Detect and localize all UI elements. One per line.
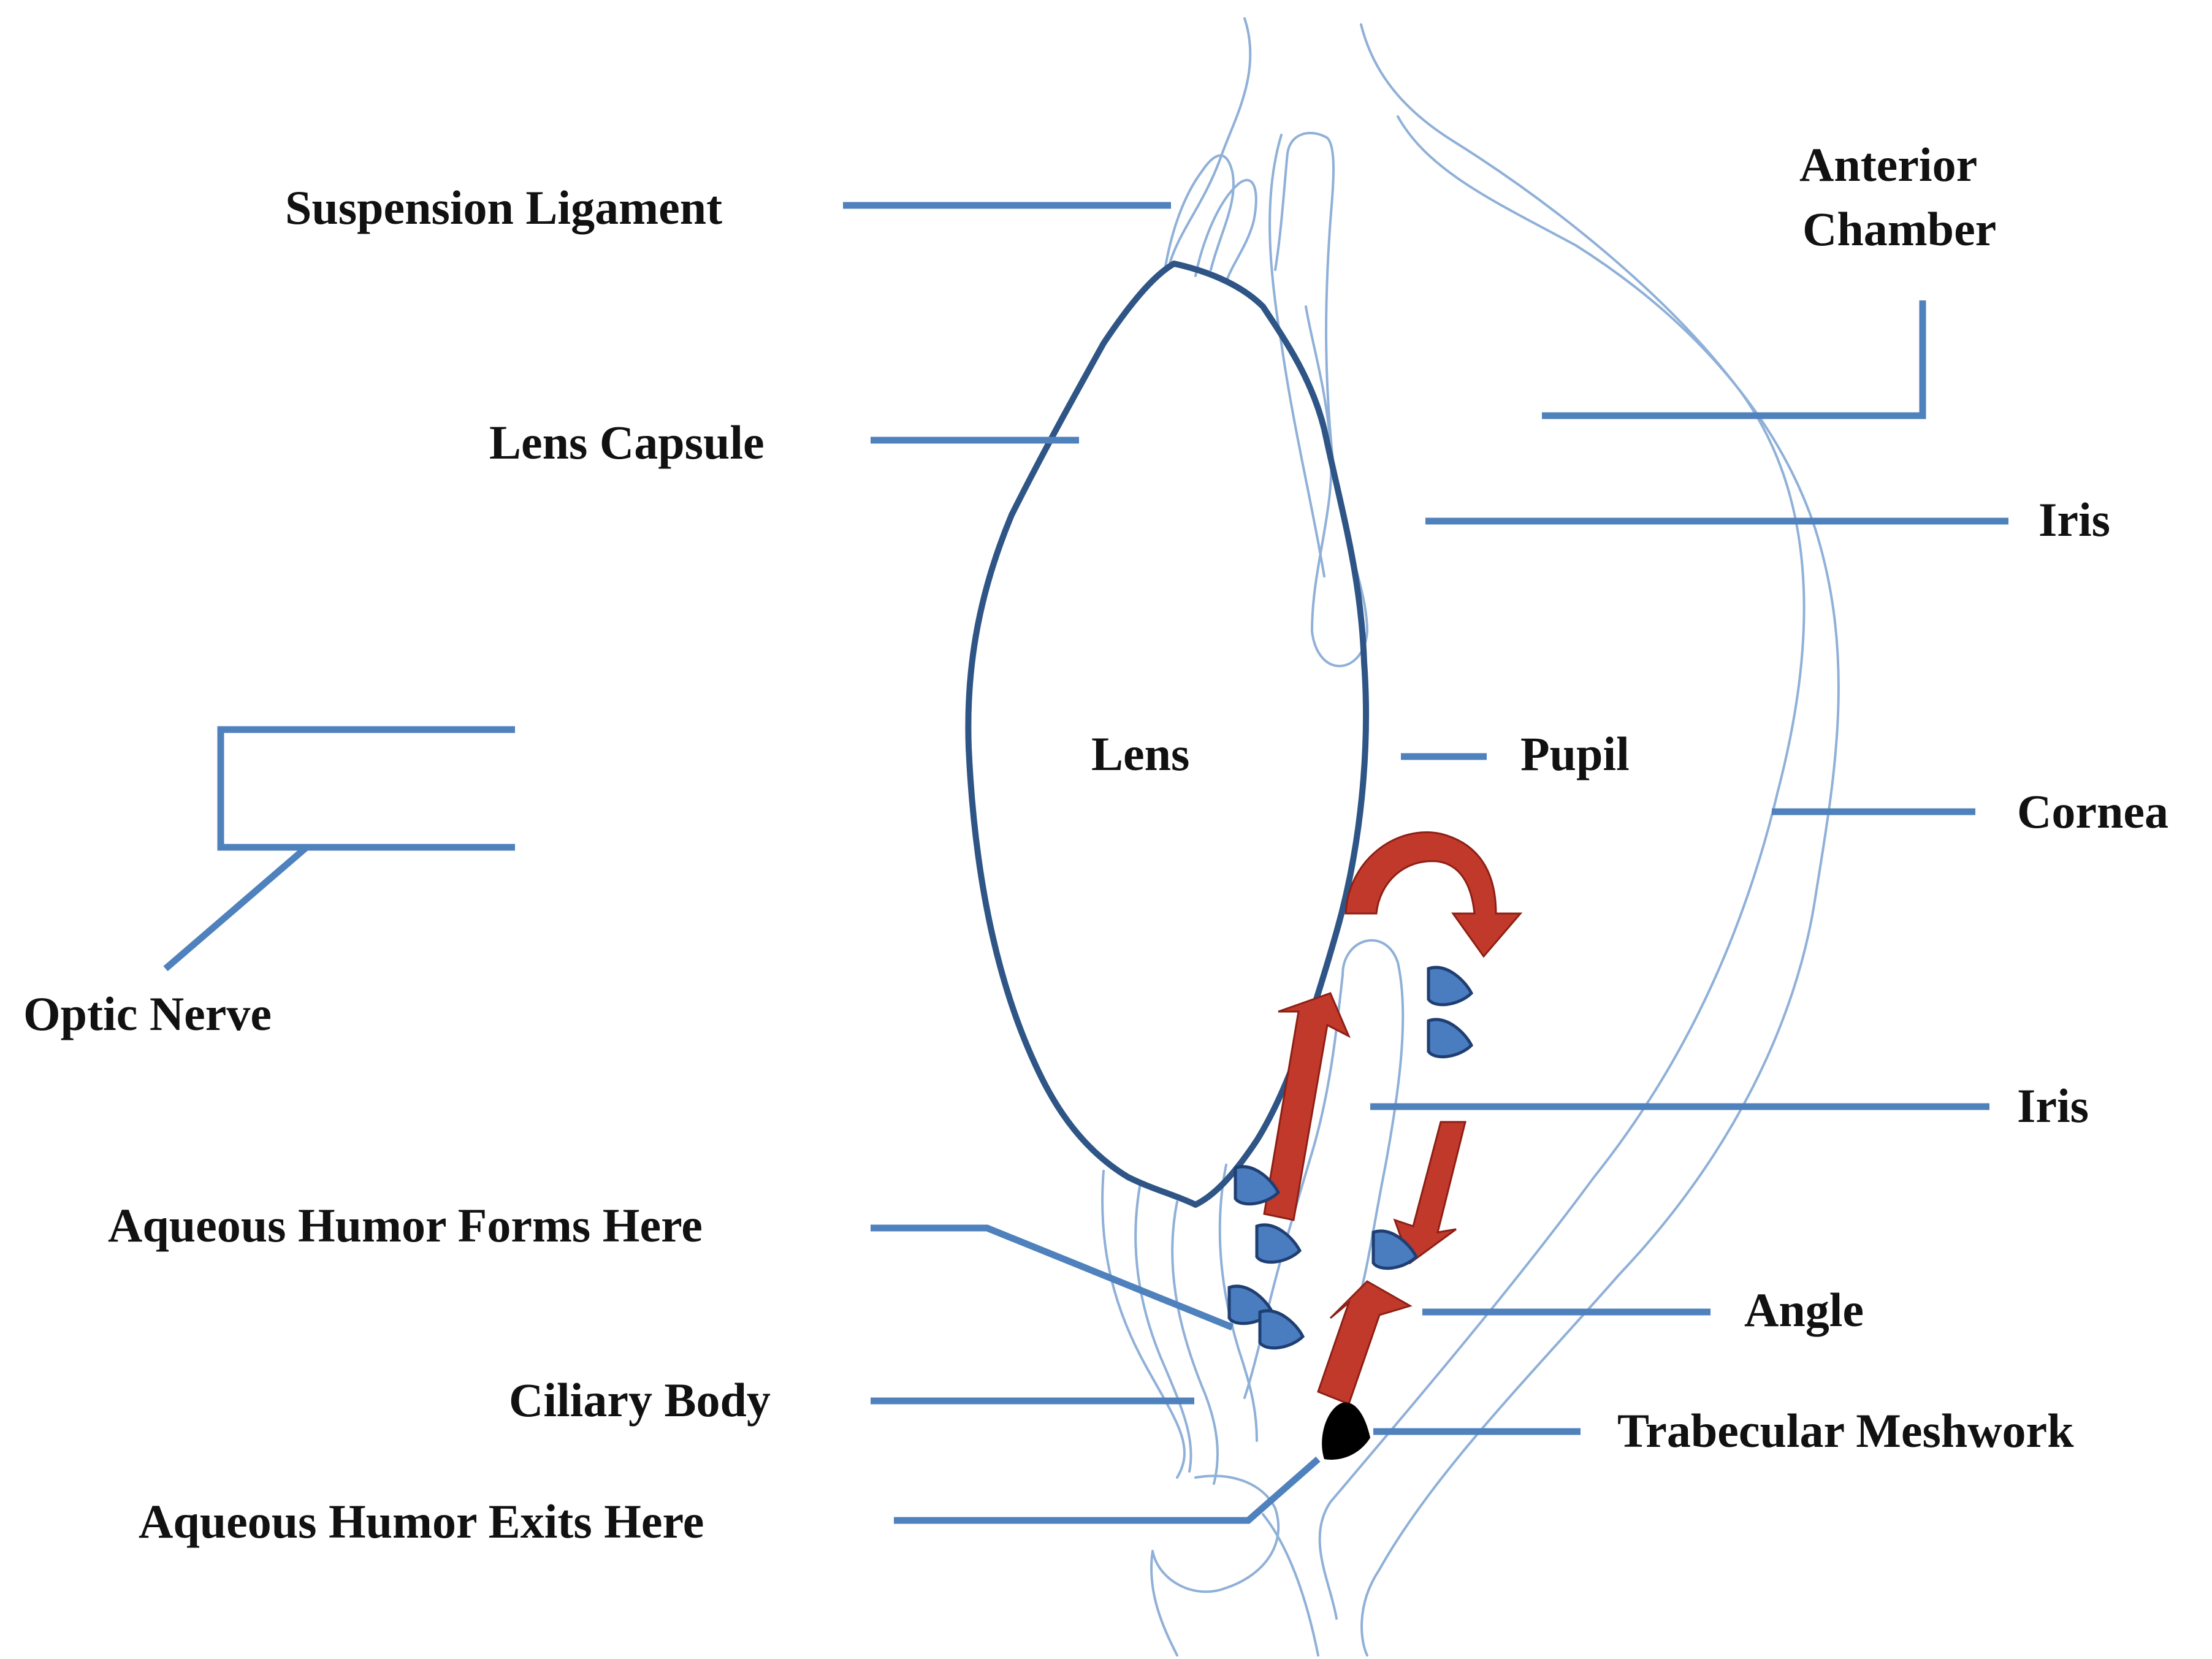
upward-flow-arrow	[1263, 992, 1351, 1221]
labels: Suspension Ligament Anterior Chamber Len…	[23, 138, 2168, 1548]
cornea-outer-outline	[1360, 115, 1840, 1657]
upper-iris-outline	[1274, 132, 1368, 668]
ciliary-body-strand	[1218, 1164, 1258, 1442]
suspension-ligament-strand	[1194, 178, 1257, 283]
optic-nerve-leader	[163, 844, 309, 972]
optic-nerve-bracket	[217, 726, 515, 851]
droplet	[1255, 1223, 1302, 1264]
label-ciliary-body: Ciliary Body	[509, 1373, 771, 1427]
label-aqueous-exits: Aqueous Humor Exits Here	[139, 1495, 704, 1548]
lower-sclera-outline	[1262, 1513, 1319, 1657]
chamber-wall-outline	[1268, 134, 1325, 578]
label-iris-top: Iris	[2038, 493, 2110, 546]
droplet	[1371, 1229, 1419, 1270]
aqueous-forms-leader	[871, 1224, 1234, 1331]
droplet	[1427, 1018, 1474, 1059]
aqueous-droplets	[1227, 966, 1474, 1350]
label-cornea: Cornea	[2017, 785, 2168, 838]
label-lens-capsule: Lens Capsule	[489, 416, 765, 469]
label-aqueous-forms: Aqueous Humor Forms Here	[108, 1199, 703, 1252]
label-anterior-chamber-line2: Chamber	[1802, 202, 1996, 256]
ciliary-body-strand	[1134, 1182, 1192, 1473]
droplet	[1258, 1309, 1305, 1350]
label-lens: Lens	[1091, 727, 1189, 780]
label-optic-nerve: Optic Nerve	[23, 987, 272, 1040]
label-angle: Angle	[1744, 1283, 1864, 1337]
leader-lines	[163, 202, 2008, 1524]
exit-flow-arrow	[1317, 1280, 1413, 1405]
lens-capsule-outline	[965, 261, 1369, 1208]
trabecular-meshwork-shape	[1322, 1402, 1370, 1460]
label-iris-bottom: Iris	[2017, 1079, 2089, 1132]
ciliary-body-strand	[1101, 1170, 1186, 1479]
label-suspension-ligament: Suspension Ligament	[285, 181, 722, 234]
lower-sclera-outline	[1150, 1550, 1178, 1657]
curved-flow-arrow	[1344, 831, 1523, 958]
aqueous-flow-arrows	[1263, 831, 1523, 1405]
ciliary-body-strand	[1171, 1200, 1219, 1485]
label-anterior-chamber-line1: Anterior	[1799, 138, 1977, 191]
aqueous-exits-leader	[894, 1456, 1321, 1524]
label-pupil: Pupil	[1520, 727, 1630, 780]
droplet	[1234, 1165, 1281, 1206]
downward-flow-arrow	[1393, 1121, 1466, 1265]
droplet	[1427, 966, 1474, 1007]
anterior-chamber-leader	[1542, 300, 1926, 419]
cornea-inner-outline	[1318, 23, 1806, 1620]
suspension-ligament-strand	[1167, 17, 1252, 271]
ciliary-body-outline	[1151, 1474, 1280, 1593]
anatomy-outlines	[1101, 17, 1840, 1657]
label-trabecular-meshwork: Trabecular Meshwork	[1617, 1404, 2074, 1457]
suspension-ligament-strand	[1164, 154, 1235, 271]
